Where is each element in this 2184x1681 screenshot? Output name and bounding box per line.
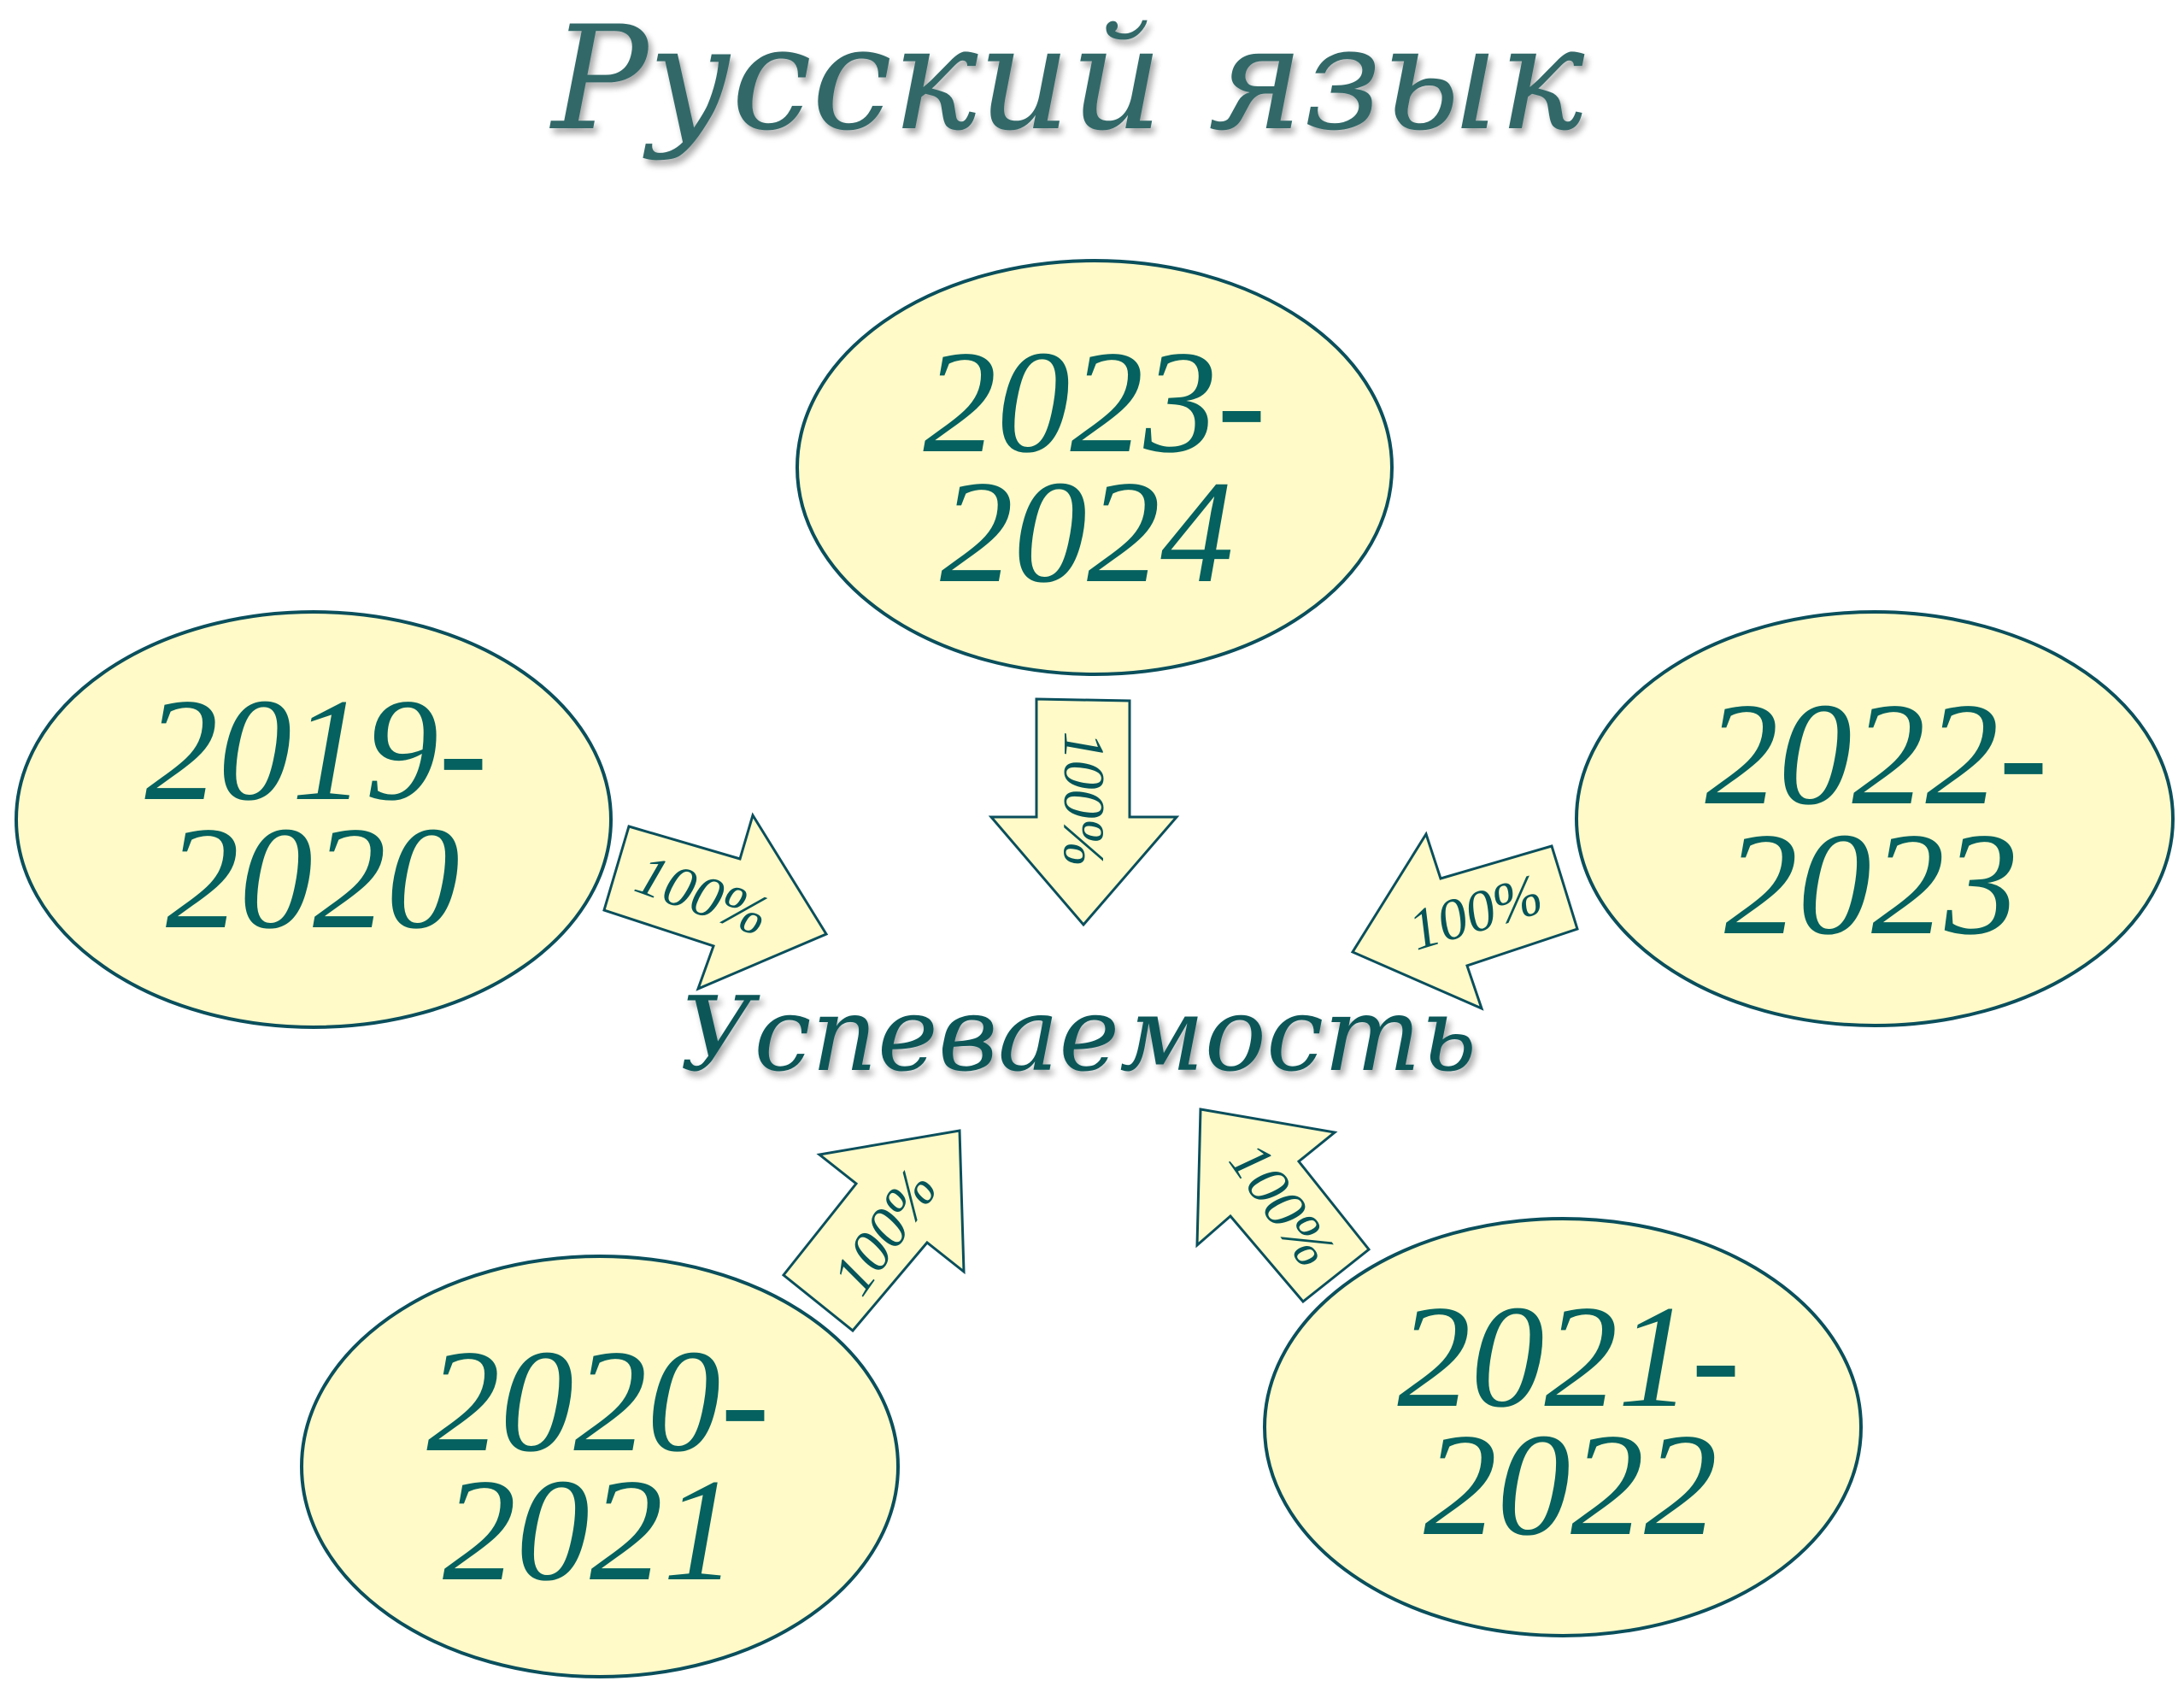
period-line1: 2022-	[1705, 673, 2047, 836]
arrow-up-right-icon	[781, 1129, 966, 1333]
page-title: Русский язык	[549, 0, 1585, 162]
period-line1: 2021-	[1397, 1276, 1740, 1438]
ellipse-shape	[300, 1255, 900, 1678]
period-node-2019-2020: 2019- 2020	[15, 610, 613, 1029]
ellipse-shape	[796, 259, 1394, 676]
period-node-2020-2021: 2020- 2021	[300, 1255, 900, 1678]
arrow-2023-2024: 100%	[988, 697, 1180, 927]
arrow-2021-2022: 100%	[1195, 1108, 1371, 1304]
arrow-value: 100%	[1052, 732, 1117, 867]
ellipse-shape	[15, 610, 613, 1029]
ellipse-shape	[1263, 1217, 1863, 1637]
period-line1: 2020-	[426, 1320, 769, 1483]
arrow-right-icon	[602, 812, 829, 991]
arrow-up-left-icon	[1195, 1108, 1371, 1304]
arrow-2019-2020: 100%	[602, 812, 829, 991]
arrow-2020-2021: 100%	[781, 1129, 966, 1333]
period-line1: 2023-	[923, 321, 1265, 484]
period-node-2023-2024: 2023- 2024	[796, 259, 1394, 676]
arrow-left-icon	[1350, 831, 1579, 1011]
arrow-2022-2023: 100%	[1350, 831, 1579, 1011]
center-label: Успеваемость	[680, 976, 1477, 1095]
period-line2: 2024	[940, 451, 1234, 614]
arrow-down-icon	[988, 697, 1180, 927]
period-node-2022-2023: 2022- 2023	[1575, 610, 2175, 1027]
period-line2: 2021	[443, 1449, 737, 1612]
period-line1: 2019-	[144, 669, 487, 832]
period-line2: 2023	[1724, 803, 2018, 966]
period-line2: 2020	[166, 797, 460, 960]
period-line2: 2022	[1424, 1404, 1717, 1566]
period-node-2021-2022: 2021- 2022	[1263, 1217, 1863, 1637]
ellipse-shape	[1575, 610, 2175, 1027]
